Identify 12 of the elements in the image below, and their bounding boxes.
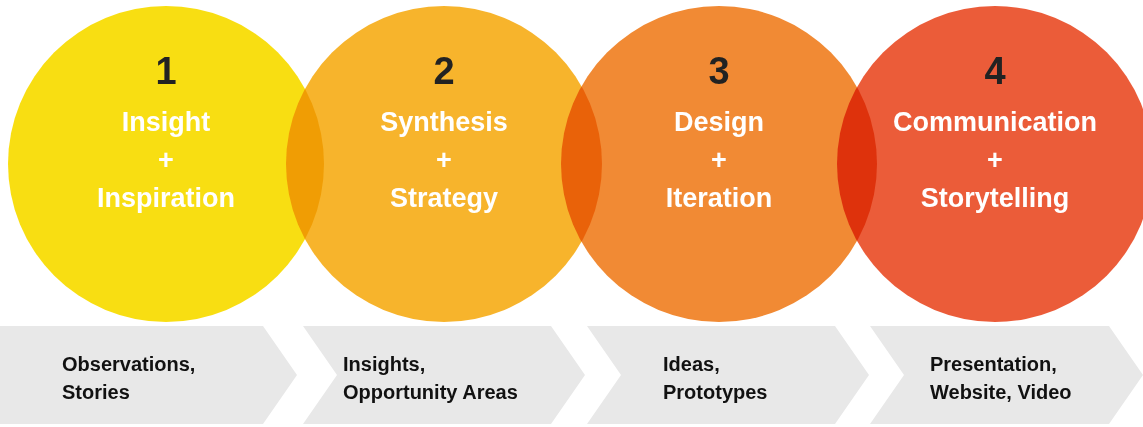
step-number: 1 xyxy=(155,50,177,93)
deliverables-text: Ideas, Prototypes xyxy=(663,352,769,405)
step-title: Design + Iteration xyxy=(664,106,774,215)
deliverables-text: Presentation, Website, Video xyxy=(930,352,1073,405)
step-number: 3 xyxy=(708,50,730,93)
step-number: 4 xyxy=(984,50,1006,93)
step-title: Communication + Storytelling xyxy=(892,106,1098,215)
step-number: 2 xyxy=(433,50,455,93)
deliverables-text: Insights, Opportunity Areas xyxy=(343,352,519,405)
step-title: Insight + Inspiration xyxy=(96,106,236,215)
deliverables-text: Observations, Stories xyxy=(62,352,197,405)
step-title: Synthesis + Strategy xyxy=(379,106,509,215)
